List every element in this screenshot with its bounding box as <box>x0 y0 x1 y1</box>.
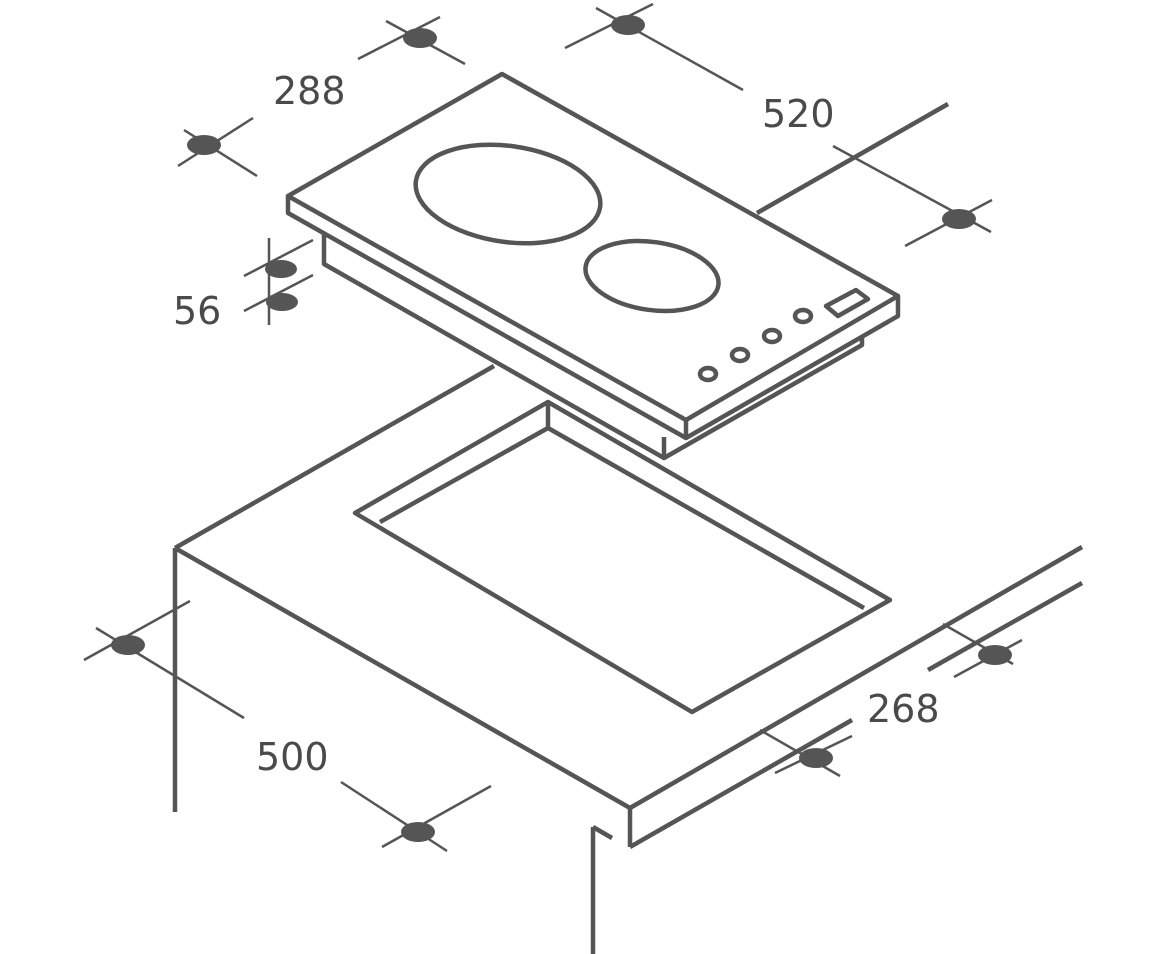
worktop-right-edge-continued <box>926 581 1084 672</box>
worktop-right-leg-top <box>591 825 614 840</box>
dimension-label-288: 288 <box>273 69 346 113</box>
large-cooking-zone <box>413 142 603 246</box>
dimension-label-268: 268 <box>867 687 940 731</box>
dimension-56: 56 <box>173 238 314 333</box>
dimension-marker <box>265 260 297 278</box>
worktop-right-top-edge <box>628 545 1084 810</box>
dimension-marker <box>611 15 645 35</box>
dimension-marker <box>942 209 976 229</box>
dimension-marker <box>111 635 145 655</box>
cutout-inner-right-wall <box>546 426 866 610</box>
control-knob-1 <box>697 365 719 383</box>
dimension-520: 520 <box>564 2 993 248</box>
dimension-marker <box>799 748 833 768</box>
dimension-label-56: 56 <box>173 289 221 333</box>
hob-front-edge <box>285 196 689 441</box>
dimension-label-500: 500 <box>256 735 329 779</box>
hob <box>285 71 901 461</box>
cutout <box>352 399 893 715</box>
dimension-marker <box>403 28 437 48</box>
dimension-500: 500 <box>83 599 492 853</box>
worktop-back-left-edge <box>173 364 496 550</box>
dimension-label-520: 520 <box>762 92 835 136</box>
control-knob-4 <box>792 307 814 325</box>
dimension-marker <box>978 645 1012 665</box>
worktop-front-face <box>628 718 854 849</box>
dimension-marker <box>187 135 221 155</box>
control-knob-2 <box>729 346 751 364</box>
worktop-front-edge <box>173 546 633 847</box>
dimension-288: 288 <box>177 15 466 178</box>
small-cooking-zone <box>583 238 721 314</box>
hob-right-edge <box>684 296 901 440</box>
dimension-268: 268 <box>759 622 1023 778</box>
worktop <box>172 102 1084 954</box>
worktop-back-right-edge <box>755 102 950 215</box>
dimension-marker <box>266 293 298 311</box>
cutout-inner-back-wall <box>378 402 551 524</box>
display-panel <box>823 287 871 319</box>
hob-base-front <box>321 232 667 461</box>
dimension-marker <box>401 822 435 842</box>
cutout-opening <box>352 399 893 715</box>
hob-base-right <box>662 336 865 460</box>
control-knob-3 <box>761 327 783 345</box>
